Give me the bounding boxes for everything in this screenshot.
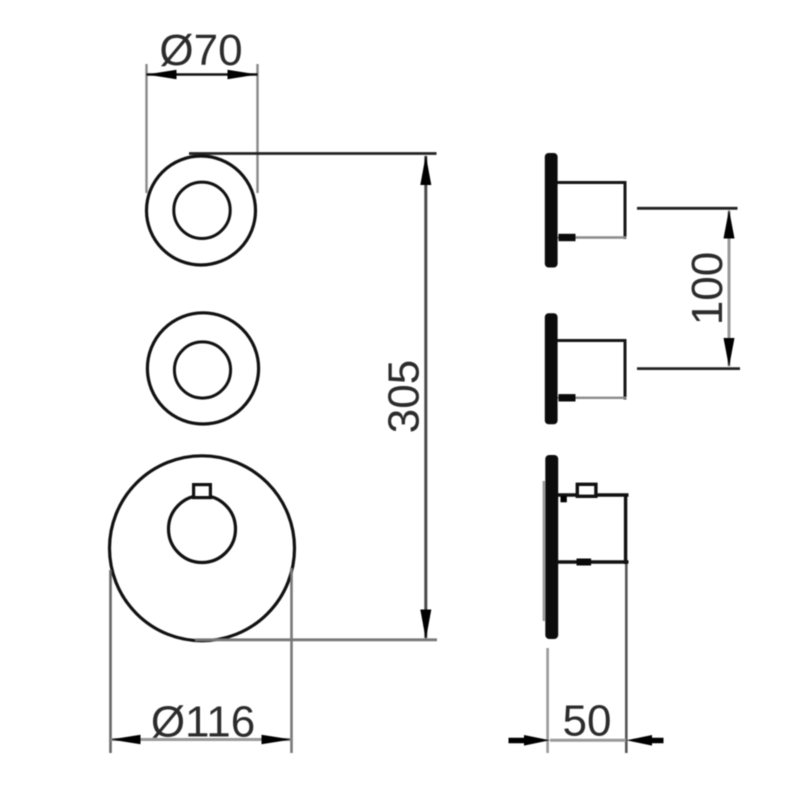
svg-text:Ø116: Ø116 [151,698,255,747]
svg-text:Ø70: Ø70 [159,26,242,75]
svg-text:50: 50 [563,697,612,746]
svg-text:305: 305 [380,360,429,433]
svg-text:100: 100 [683,252,732,325]
